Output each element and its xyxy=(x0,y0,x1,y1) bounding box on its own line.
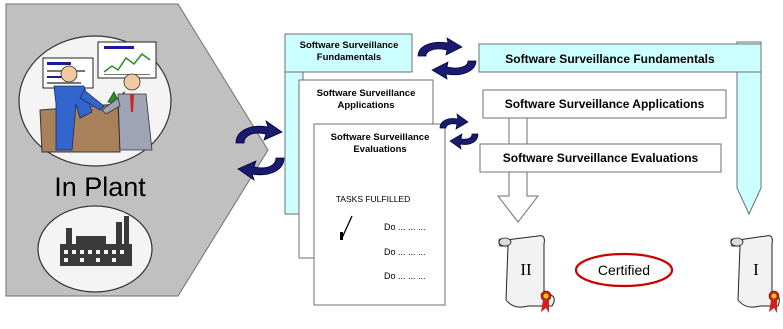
cycle-arrows-icon xyxy=(235,119,285,182)
card-applications-title: Software Surveillance Applications xyxy=(316,88,416,111)
checklist-item: Do ... ... ... xyxy=(384,222,426,232)
certificate-scroll-ii xyxy=(498,235,555,313)
bar-applications xyxy=(482,89,727,119)
bar-fundamentals-label: Software Surveillance Fundamentals xyxy=(505,51,715,66)
factory-icon xyxy=(60,216,132,266)
in-plant-label: In Plant xyxy=(54,172,146,202)
checklist-item: Do ... ... ... xyxy=(384,247,426,257)
card-evaluations xyxy=(313,123,446,306)
card-evaluations-title: Software Surveillance Evaluations xyxy=(330,132,430,155)
certificate-scroll-i xyxy=(730,235,780,313)
bar-fundamentals xyxy=(478,43,762,73)
card-fundamentals-title: Software Surveillance Fundamentals xyxy=(299,40,399,63)
checklist-item: Do ... ... ... xyxy=(384,271,426,281)
bar-evaluations xyxy=(479,143,722,173)
tasks-fulfilled-heading: TASKS FULFILLED xyxy=(335,194,411,204)
bar-applications-label: Software Surveillance Applications xyxy=(504,97,705,111)
small-cycle-arrows-mid xyxy=(439,113,479,150)
card-fundamentals xyxy=(284,33,413,73)
office-meeting-icon xyxy=(39,41,157,153)
checkmark-icon xyxy=(341,215,353,239)
scroll-i-numeral: I xyxy=(753,260,759,279)
certified-badge-outline xyxy=(574,252,674,288)
certified-label: Certified xyxy=(597,262,651,278)
tick-bar xyxy=(340,232,343,240)
bar-evaluations-label: Software Surveillance Evaluations xyxy=(502,151,699,165)
scroll-ii-numeral: II xyxy=(520,260,532,279)
fundamentals-column xyxy=(736,41,762,216)
small-cycle-arrows-top xyxy=(417,37,477,80)
